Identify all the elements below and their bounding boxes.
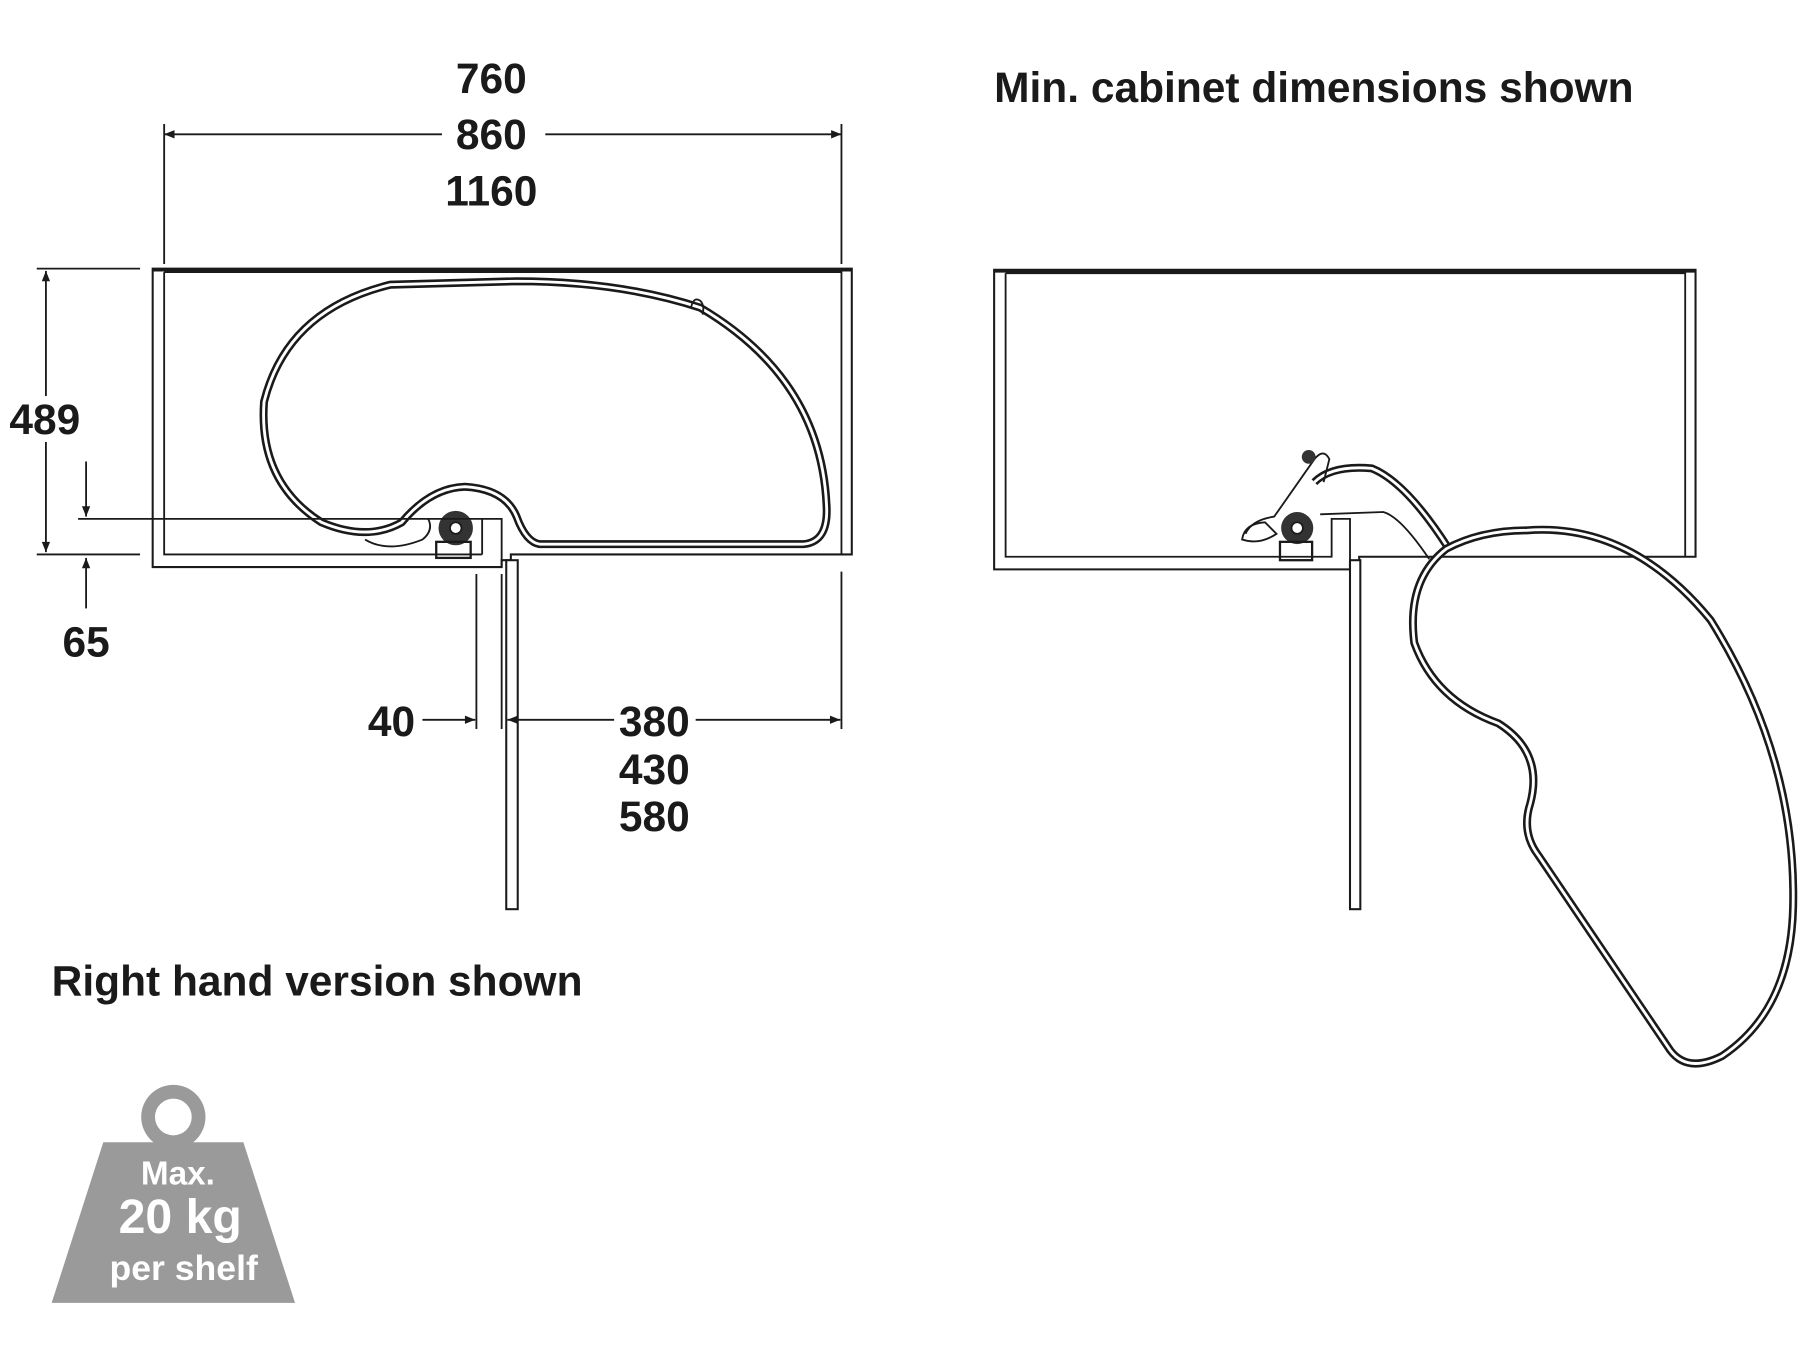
door-gap-dim: 40	[368, 698, 415, 745]
right-view-caption: Min. cabinet dimensions shown	[994, 64, 1633, 111]
left-view-caption: Right hand version shown	[52, 957, 583, 1004]
width-dim-1: 760	[456, 55, 527, 102]
door-width-dim-2: 430	[619, 746, 690, 793]
weight-badge-line1: Max.	[141, 1156, 215, 1193]
max-load-weight-icon: Max. 20 kg per shelf	[51, 1084, 296, 1303]
offset-dimension: 65	[62, 461, 483, 666]
door-width-dim-1: 380	[619, 698, 690, 745]
weight-badge-line2: 20 kg	[119, 1190, 242, 1244]
door-panel	[505, 559, 519, 911]
depth-dimension: 489	[9, 267, 141, 556]
cabinet-left	[151, 267, 853, 911]
cabinet-right	[993, 268, 1697, 911]
weight-badge-line3: per shelf	[110, 1248, 258, 1288]
offset-dim: 65	[62, 619, 109, 666]
depth-dim: 489	[9, 396, 80, 443]
swing-arm	[1241, 450, 1453, 562]
kidney-shelf-open	[1408, 525, 1798, 1068]
width-dimension: 760 860 1160	[163, 55, 843, 265]
pivot-mechanism-icon	[1241, 511, 1314, 562]
width-dim-3: 1160	[445, 167, 537, 214]
door-panel-right	[1348, 559, 1362, 911]
width-dim-2: 860	[456, 111, 527, 158]
kidney-shelf-closed	[259, 277, 831, 560]
right-view: Min. cabinet dimensions shown	[993, 64, 1798, 1068]
left-view: 760 860 1160	[9, 55, 853, 1004]
door-width-dim-3: 580	[619, 793, 690, 840]
door-dimensions: 40 380 430 580	[368, 571, 843, 840]
